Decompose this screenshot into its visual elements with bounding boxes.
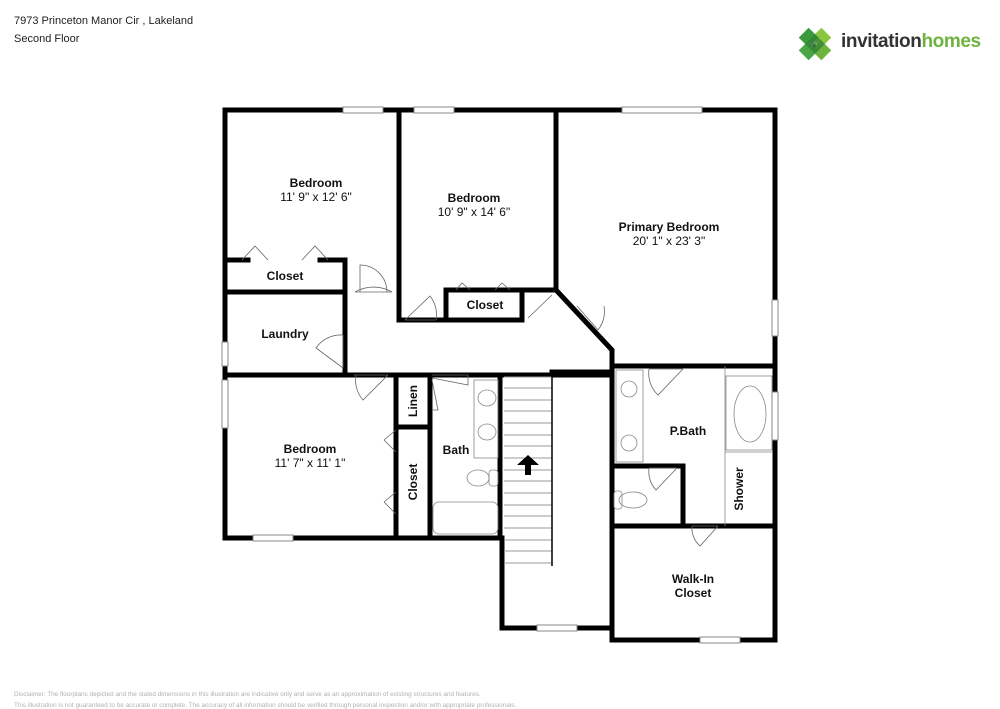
- room-dimensions: 10' 9" x 14' 6": [437, 205, 511, 219]
- property-address: 7973 Princeton Manor Cir , Lakeland: [14, 15, 194, 27]
- room-name: Closet: [466, 298, 504, 312]
- room-linen: Linen: [406, 385, 420, 417]
- brand-name-part2: homes: [921, 31, 981, 52]
- clover-house-logo-icon: x: [798, 27, 832, 61]
- svg-text:x: x: [813, 43, 816, 49]
- brand-name-part1: invitation: [841, 31, 922, 52]
- disclaimer-line-2: This illustration is not guaranteed to b…: [14, 702, 517, 709]
- room-name: Bedroom: [447, 191, 501, 205]
- room-bath: Bath: [443, 443, 470, 457]
- room-dimensions: 11' 7" x 11' 1": [274, 456, 346, 470]
- room-shower: Shower: [732, 467, 746, 511]
- room-name: Primary Bedroom: [618, 220, 720, 234]
- room-closet-1: Closet: [267, 269, 304, 283]
- room-name: P.Bath: [669, 424, 707, 438]
- room-name: Walk-In: [671, 572, 715, 586]
- stair-up-arrow-icon: [517, 455, 539, 475]
- room-closet-2: Closet: [467, 298, 504, 312]
- room-laundry: Laundry: [261, 327, 308, 341]
- room-name: Closet: [266, 269, 304, 283]
- room-name-line2: Closet: [674, 586, 712, 600]
- room-dimensions: 11' 9" x 12' 6": [280, 190, 352, 204]
- floor-label: Second Floor: [14, 33, 80, 45]
- brand-logo: x invitationhomes: [797, 26, 987, 62]
- room-primary-bath: P.Bath: [670, 424, 706, 438]
- disclaimer-line-1: Disclaimer: The floorplans depicted and …: [14, 691, 481, 698]
- room-name: Bedroom: [289, 176, 343, 190]
- room-closet-3: Closet: [406, 463, 420, 501]
- room-name: Bedroom: [283, 442, 337, 456]
- room-dimensions: 20' 1" x 23' 3": [632, 234, 706, 248]
- room-name: Laundry: [261, 327, 309, 341]
- brand-wordmark: invitationhomes: [841, 31, 981, 53]
- room-name: Bath: [442, 443, 470, 457]
